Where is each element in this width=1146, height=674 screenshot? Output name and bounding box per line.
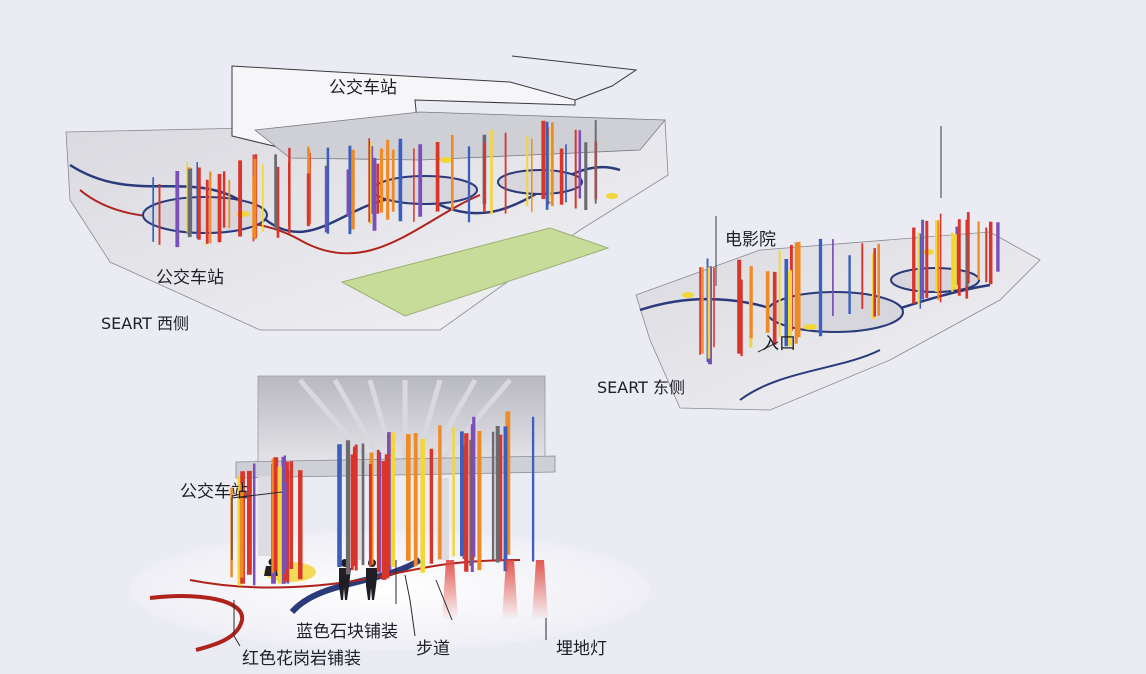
label-bus-station-bottom: 公交车站: [180, 482, 248, 502]
label-seart-east: SEART 东侧: [597, 378, 686, 397]
underpass-perspective: [130, 375, 650, 652]
label-red-granite-paving: 红色花岗岩铺装: [242, 649, 361, 669]
label-ground-light: 埋地灯: [556, 639, 607, 659]
ground-light-glow: [502, 560, 518, 620]
west-plaza-sketch: [65, 55, 669, 331]
leader-lines: [231, 341, 779, 647]
label-seart-west: SEART 西侧: [101, 314, 190, 333]
east-plaza-sketch: [635, 126, 1041, 411]
label-bus-station-top: 公交车站: [329, 78, 397, 98]
ground-light-glow: [532, 560, 548, 620]
label-entrance: 入口: [762, 334, 796, 354]
label-bus-station-left: 公交车站: [156, 268, 224, 288]
label-walkway: 步道: [416, 639, 450, 659]
label-blue-stone-paving: 蓝色石块铺装: [296, 622, 398, 642]
label-cinema: 电影院: [725, 230, 776, 250]
